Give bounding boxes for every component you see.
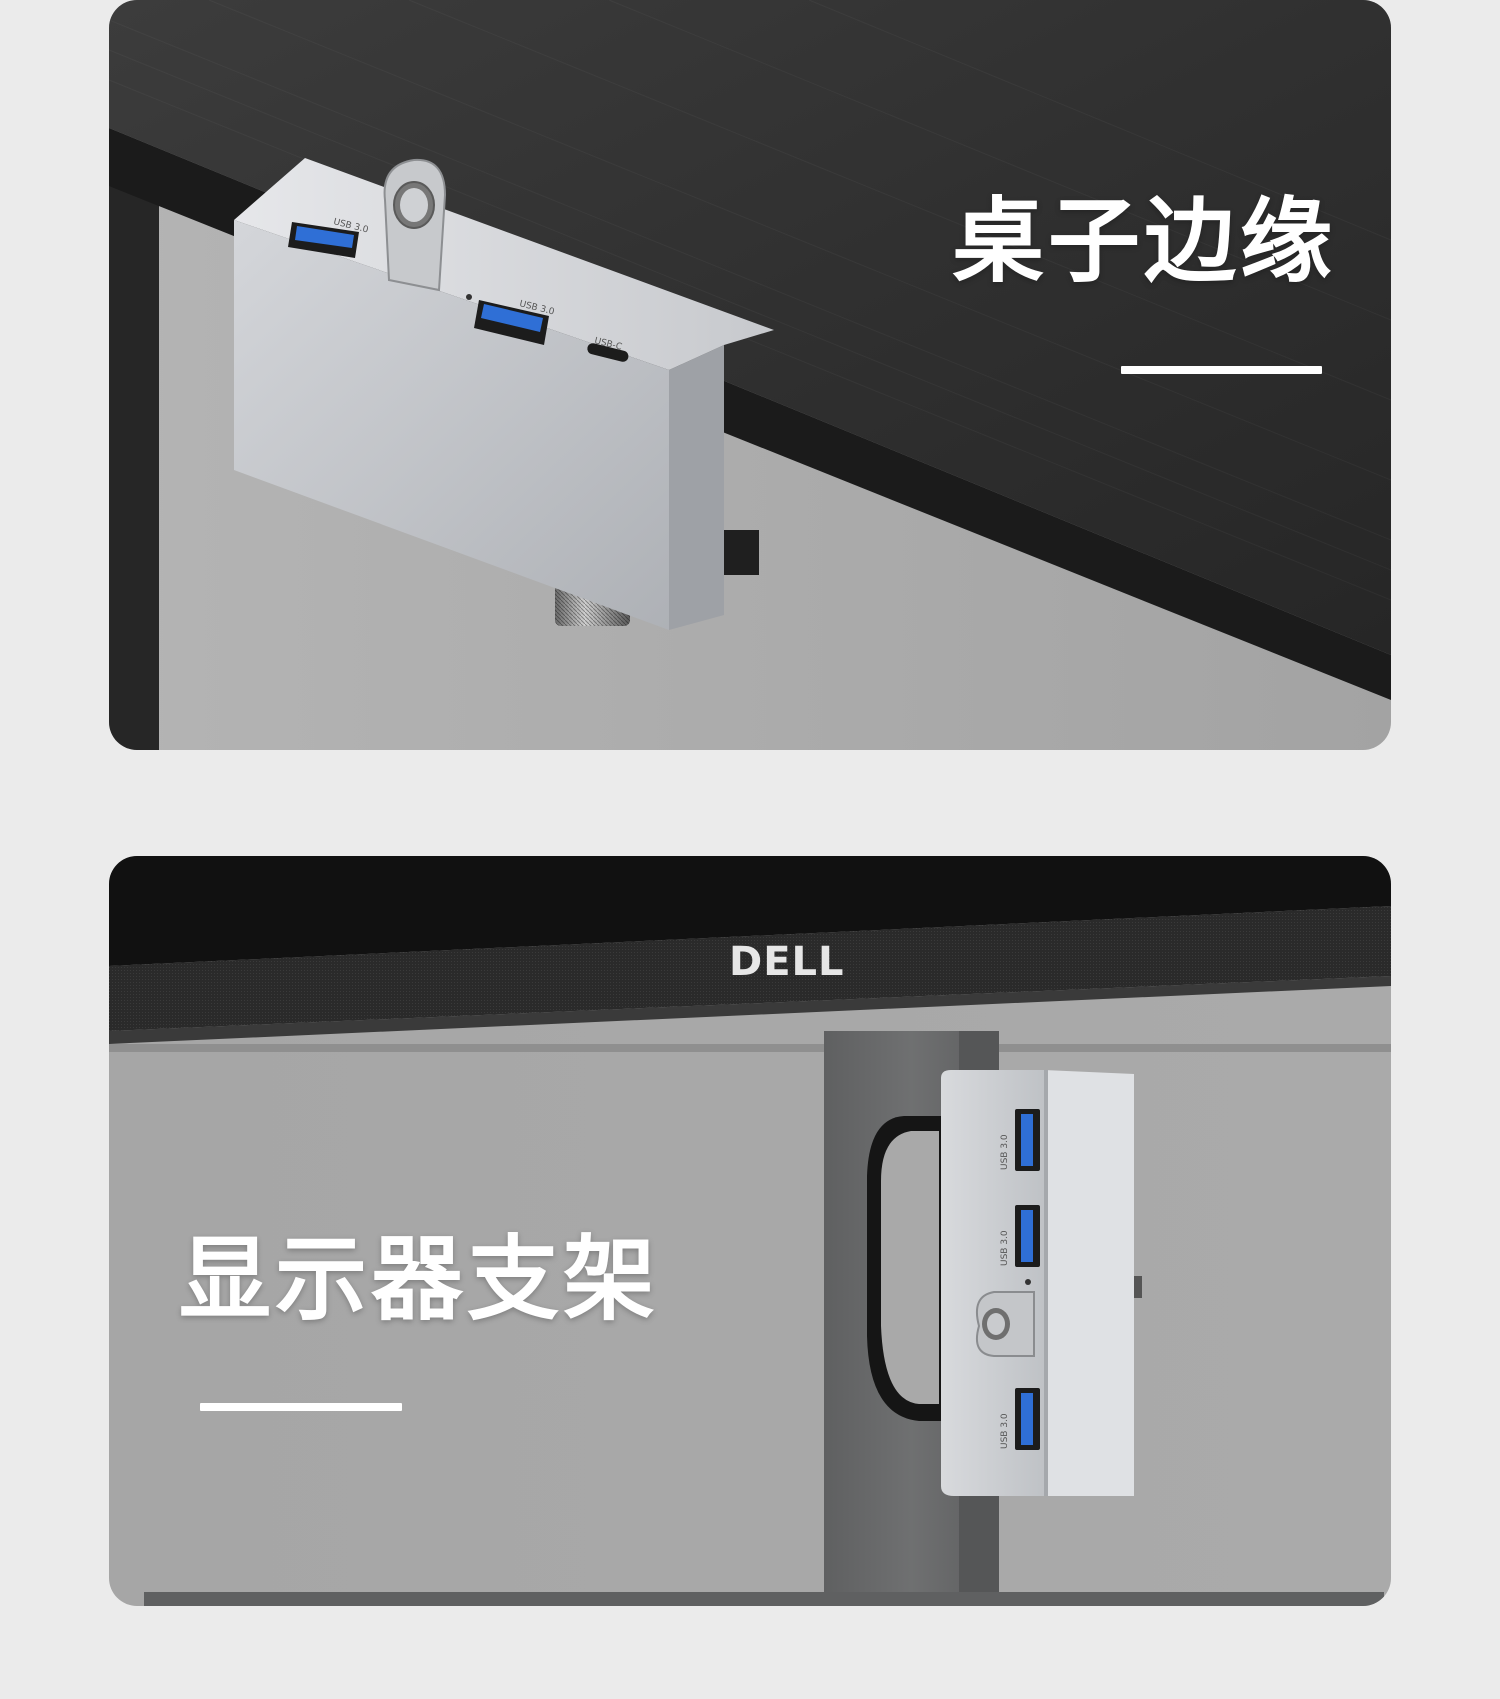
monitor-stand-photo: DELL USB 3.0 <box>109 856 1391 1606</box>
monitor-stand-panel: DELL USB 3.0 <box>109 856 1391 1606</box>
usb-a-port-icon <box>1015 1388 1040 1450</box>
port-label-1: USB 3.0 <box>1000 1134 1010 1170</box>
usb-a-port-icon <box>288 222 359 258</box>
desk-edge-photo: USB 3.0 USB 3.0 USB-C <box>109 0 1391 750</box>
desk-edge-panel: USB 3.0 USB 3.0 USB-C 桌子边缘 <box>109 0 1391 750</box>
port-label-2: USB 3.0 <box>1000 1230 1010 1266</box>
usb-c-port-icon <box>587 343 629 362</box>
title-underline <box>1121 366 1322 374</box>
lanyard-ring-icon <box>975 1291 1035 1357</box>
port-label-3: USB 3.0 <box>1000 1413 1010 1449</box>
usb-a-port-icon <box>474 300 549 345</box>
lanyard-ring-icon <box>383 158 447 292</box>
panel-title-monitor-stand: 显示器支架 <box>179 1226 660 1333</box>
monitor-hub: USB 3.0 USB 3.0 USB 3.0 <box>941 1070 1134 1496</box>
title-underline <box>200 1403 402 1411</box>
usb-a-port-icon <box>1015 1205 1040 1267</box>
dell-logo: DELL <box>729 939 845 985</box>
panel-title-desk-edge: 桌子边缘 <box>952 188 1337 295</box>
usb-a-port-icon <box>1015 1109 1040 1171</box>
